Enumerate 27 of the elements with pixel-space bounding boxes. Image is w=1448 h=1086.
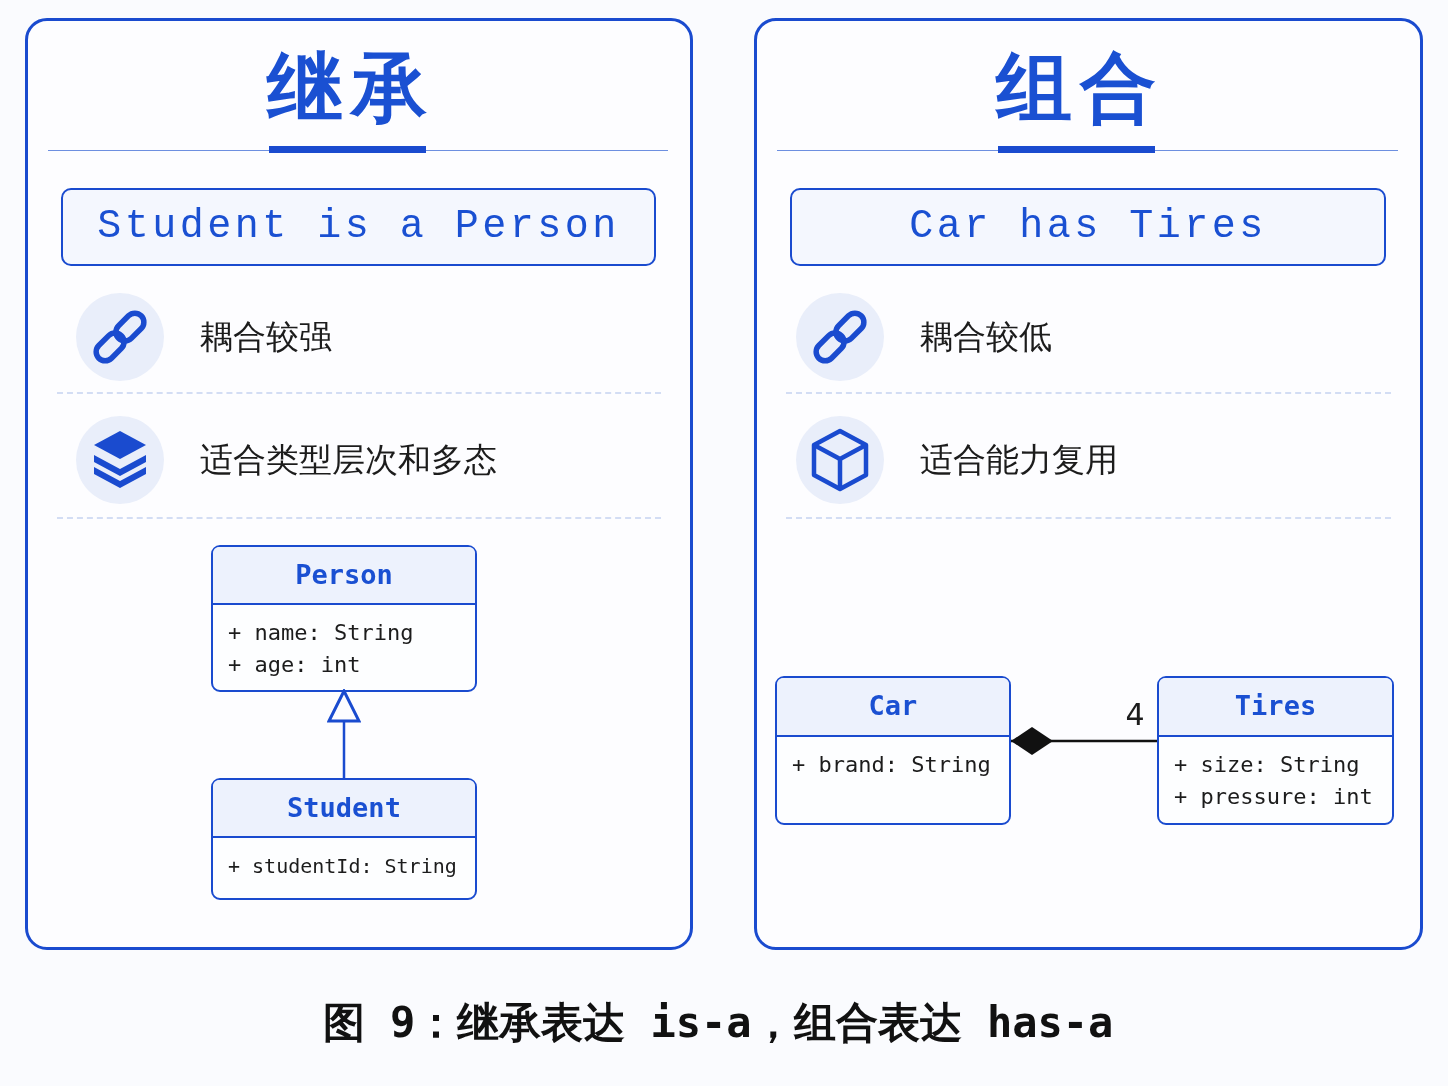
class-name: Car [777, 678, 1009, 737]
caption: 图 9：继承表达 is-a，组合表达 has-a [322, 997, 1114, 1049]
attribute-text: + size: String [1174, 750, 1360, 779]
feature-text: 适合类型层次和多态 [200, 440, 497, 480]
panel-heading: 组合 [994, 46, 1164, 130]
attribute-text: + name: String [228, 618, 414, 647]
class-name: Tires [1159, 678, 1392, 737]
feature-text: 适合能力复用 [920, 440, 1118, 480]
feature-text: 耦合较强 [200, 317, 332, 357]
attribute-text: + brand: String [792, 750, 991, 779]
attribute-text: + pressure: int [1174, 782, 1373, 811]
attribute-text: + studentId: String [228, 852, 457, 880]
statement-box: Car has Tires [790, 188, 1386, 266]
arrow [327, 689, 361, 778]
statement-box: Student is a Person [61, 188, 656, 266]
class-box [211, 545, 477, 692]
class-box [775, 676, 1011, 825]
attribute-text: + age: int [228, 650, 361, 679]
connector-line [1011, 727, 1157, 755]
feature-text: 耦合较低 [920, 317, 1052, 357]
panel-card [754, 18, 1423, 950]
class-box [211, 778, 477, 900]
panel-heading: 继承 [265, 46, 435, 130]
class-name: Student [213, 780, 475, 838]
panel-card [25, 18, 693, 950]
class-box [1157, 676, 1394, 825]
class-name: Person [213, 547, 475, 605]
